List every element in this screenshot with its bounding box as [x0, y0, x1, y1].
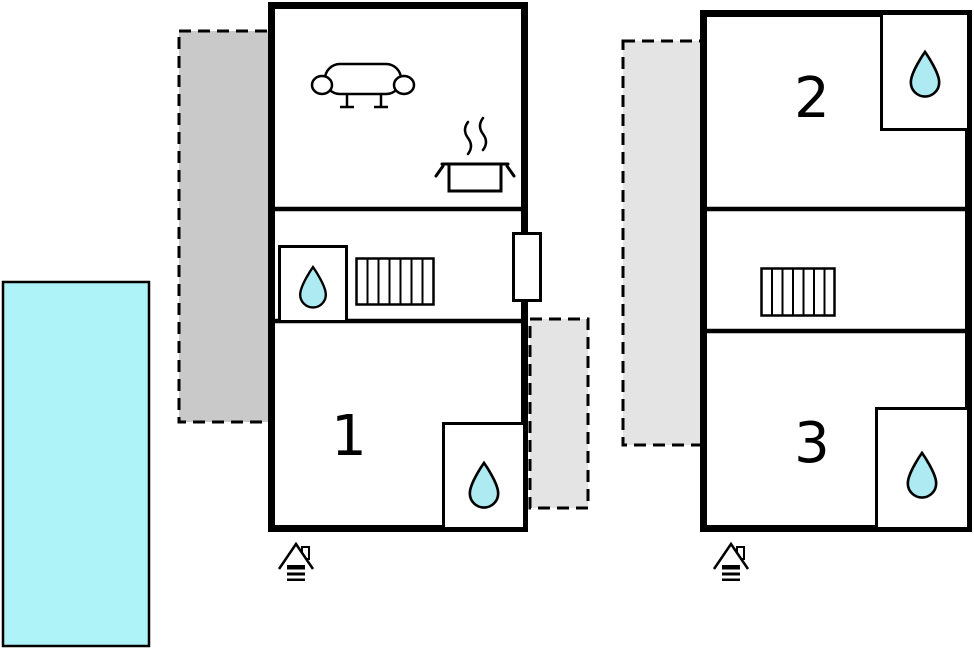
entrance-mat-stripe [287, 575, 305, 579]
entrance-mat-stripe [722, 575, 740, 579]
entrance-icon [277, 541, 315, 581]
room-3-label: 3 [794, 411, 830, 476]
water-drop-icon [298, 265, 328, 309]
room-1-label: 1 [331, 404, 367, 469]
water-drop-icon [468, 460, 500, 509]
entrance-mat [287, 565, 305, 581]
radiator-frame [355, 257, 435, 306]
radiator-frame [760, 267, 836, 317]
entrance-mat [722, 565, 740, 581]
terrace-small-dashed [528, 317, 590, 510]
pot-body [447, 162, 503, 193]
door-symbol [512, 232, 542, 302]
entrance-roof [277, 541, 315, 570]
water-drop-icon [909, 49, 941, 98]
sofa-icon [310, 62, 416, 109]
water-drop-icon [906, 450, 938, 499]
radiator-icon [355, 257, 435, 306]
pot-handle-left [434, 164, 445, 178]
terrace-2-dashed [621, 39, 710, 447]
entrance-icon [712, 541, 750, 581]
sofa-body [323, 62, 403, 96]
pool-shape [1, 280, 151, 648]
sofa-armrest-right [392, 74, 416, 96]
terrace-left-dashed [177, 29, 274, 424]
steam-line [478, 116, 488, 152]
room-2-label: 2 [794, 66, 830, 131]
entrance-mat-stripe [722, 569, 740, 573]
steam-line [463, 120, 473, 156]
sofa-armrest-left [310, 74, 334, 96]
entrance-roof [712, 541, 750, 570]
cooking-pot-icon [434, 116, 516, 193]
radiator-icon [760, 267, 836, 317]
entrance-mat-stripe [287, 569, 305, 573]
pot-handle-right [505, 164, 516, 178]
